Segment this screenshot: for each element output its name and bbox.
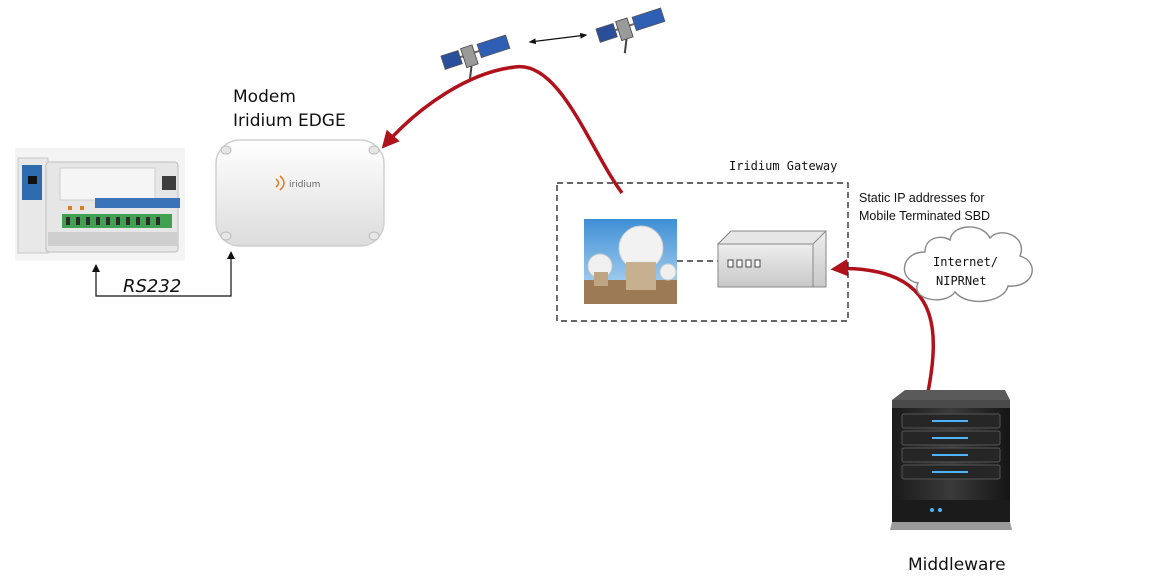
middleware-to-gateway-link (830, 259, 935, 393)
gateway-switch-icon (716, 230, 828, 288)
modem-brand-label: iridium (289, 180, 320, 190)
cloud-icon (903, 226, 1033, 303)
controller-device-image (15, 148, 185, 261)
middleware-label: Middleware (908, 555, 1006, 575)
static-ip-line2: Mobile Terminated SBD (859, 209, 990, 223)
rs232-label: RS232 (123, 276, 181, 297)
satellite-to-modem-link (381, 65, 624, 195)
satellite-crosslink-arrow (528, 32, 588, 45)
gateway-title: Iridium Gateway (729, 159, 837, 173)
satellite-icon (440, 34, 511, 81)
modem-title-line2: Iridium EDGE (233, 111, 346, 131)
modem-title-line1: Modem (233, 87, 296, 107)
gateway-boundary (556, 182, 849, 322)
ground-station-photo (584, 219, 677, 304)
cloud-label-line1: Internet/ (933, 255, 998, 269)
satellite-icon (595, 7, 666, 54)
static-ip-line1: Static IP addresses for (859, 191, 985, 205)
server-icon (890, 390, 1012, 530)
cloud-label-line2: NIPRNet (936, 274, 987, 288)
rs232-arrowhead-right (227, 251, 235, 259)
modem-image (215, 139, 385, 247)
rs232-arrowhead-left (92, 264, 100, 272)
iridium-logo-icon (275, 175, 285, 191)
rs232-connector-line (95, 253, 232, 297)
